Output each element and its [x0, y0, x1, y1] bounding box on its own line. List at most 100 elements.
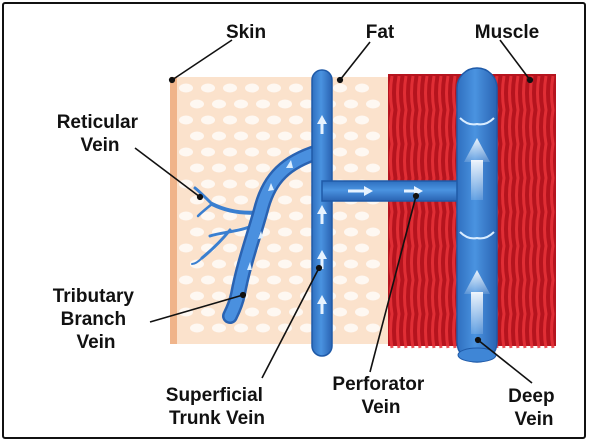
fat-cell	[190, 324, 204, 333]
label-superficial-trunk-vein: Superficial Trunk Vein	[166, 385, 268, 429]
fat-cell	[366, 324, 380, 333]
fat-cell	[344, 228, 358, 237]
fat-cell	[267, 84, 281, 93]
fat-cell	[223, 84, 237, 93]
fat-cell	[223, 116, 237, 125]
fat-cell	[201, 116, 215, 125]
label-fat: Fat	[366, 22, 395, 43]
fat-cell	[179, 244, 193, 253]
fat-cell	[278, 132, 292, 141]
label-perforator-vein: Perforator Vein	[332, 374, 429, 418]
fat-cell	[245, 148, 259, 157]
fat-cell	[212, 132, 226, 141]
fat-cell	[366, 164, 380, 173]
muscle-fiber	[510, 76, 512, 348]
fat-cell	[245, 180, 259, 189]
muscle-fiber	[405, 76, 407, 348]
fat-cell	[212, 100, 226, 109]
fat-cell	[179, 276, 193, 285]
fat-cell	[234, 196, 248, 205]
fat-cell	[289, 244, 303, 253]
fat-cell	[212, 260, 226, 269]
muscle-fiber	[538, 76, 540, 348]
fat-cell	[267, 116, 281, 125]
fat-cell	[190, 228, 204, 237]
fat-cell	[355, 148, 369, 157]
fat-cell	[333, 148, 347, 157]
muscle-fiber	[391, 76, 393, 348]
fat-cell	[289, 116, 303, 125]
fat-cell	[366, 132, 380, 141]
muscle-fiber	[552, 76, 554, 348]
fat-cell	[245, 308, 259, 317]
fat-cell	[278, 260, 292, 269]
fat-cell	[201, 84, 215, 93]
fat-cell	[289, 276, 303, 285]
muscle-fiber	[440, 76, 442, 348]
fat-cell	[344, 292, 358, 301]
fat-cell	[344, 100, 358, 109]
fat-cell	[278, 100, 292, 109]
skin-layer	[170, 77, 177, 344]
fat-cell	[223, 244, 237, 253]
fat-cell	[366, 292, 380, 301]
fat-cell	[344, 132, 358, 141]
superficial-trunk-vein	[312, 70, 332, 356]
perforator-vein	[322, 181, 468, 201]
fat-cell	[201, 308, 215, 317]
fat-cell	[344, 164, 358, 173]
fat-cell	[179, 84, 193, 93]
fat-cell	[355, 84, 369, 93]
label-tributary-branch-vein: Tributary Branch Vein	[53, 286, 140, 353]
fat-cell	[366, 260, 380, 269]
fat-cell	[333, 212, 347, 221]
fat-cell	[256, 260, 270, 269]
fat-cell	[333, 84, 347, 93]
muscle-fiber	[503, 76, 505, 348]
fat-cell	[201, 276, 215, 285]
fat-cell	[344, 260, 358, 269]
fat-cell	[234, 100, 248, 109]
fat-cell	[179, 116, 193, 125]
muscle-fiber	[419, 76, 421, 348]
fat-cell	[190, 100, 204, 109]
fat-cell	[201, 180, 215, 189]
fat-cell	[245, 116, 259, 125]
fat-cell	[223, 180, 237, 189]
fat-cell	[234, 164, 248, 173]
muscle-fiber	[545, 76, 547, 348]
fat-cell	[344, 324, 358, 333]
fat-cell	[267, 148, 281, 157]
fat-cell	[355, 116, 369, 125]
fat-cell	[267, 276, 281, 285]
label-muscle: Muscle	[475, 22, 539, 43]
fat-cell	[289, 212, 303, 221]
muscle-fiber	[531, 76, 533, 348]
fat-cell	[256, 292, 270, 301]
label-deep-vein: Deep Vein	[508, 386, 560, 430]
fat-cell	[267, 308, 281, 317]
fat-cell	[355, 244, 369, 253]
fat-cell	[278, 292, 292, 301]
fat-cell	[333, 308, 347, 317]
fat-cell	[355, 308, 369, 317]
fat-cell	[278, 228, 292, 237]
fat-cell	[256, 132, 270, 141]
muscle-fiber	[524, 76, 526, 348]
muscle-fiber	[447, 76, 449, 348]
fat-cell	[366, 100, 380, 109]
fat-cell	[256, 164, 270, 173]
fat-cell	[333, 276, 347, 285]
fat-cell	[267, 244, 281, 253]
fat-cell	[289, 180, 303, 189]
fat-cell	[190, 164, 204, 173]
fat-cell	[355, 276, 369, 285]
muscle-fiber	[398, 76, 400, 348]
deep-vein	[457, 68, 497, 362]
fat-cell	[179, 212, 193, 221]
muscle-fiber	[433, 76, 435, 348]
label-reticular-vein: Reticular Vein	[57, 112, 144, 156]
fat-cell	[234, 324, 248, 333]
fat-cell	[179, 148, 193, 157]
muscle-fiber	[426, 76, 428, 348]
